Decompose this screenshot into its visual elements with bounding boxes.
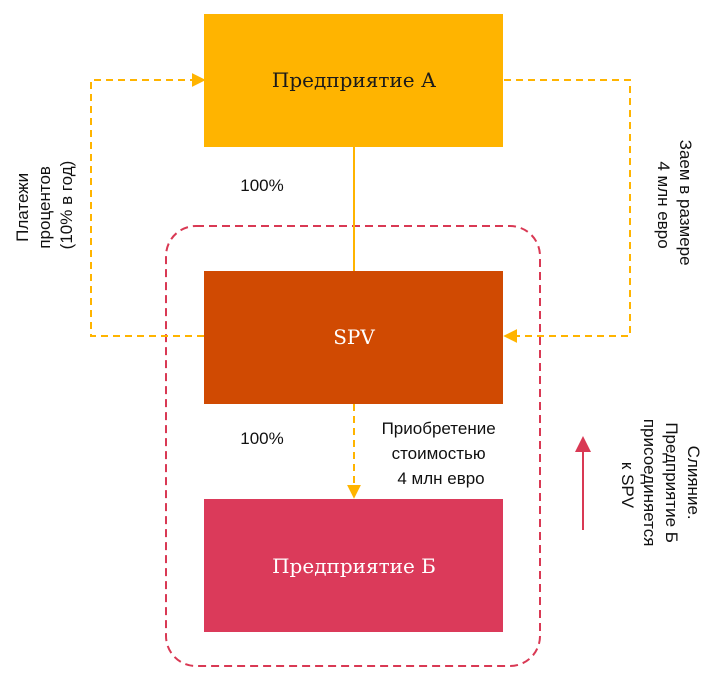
merger-label-line-1: Слияние. <box>684 446 703 520</box>
interest-payments-arrow <box>90 73 206 337</box>
ownership-spv-b-label: 100% <box>240 429 283 448</box>
spv-label: SPV <box>333 325 375 349</box>
interest-payments-label: Платежи процентов (10% в год) <box>13 161 76 250</box>
enterprise-b-label: Предприятие Б <box>272 554 436 578</box>
loan-label-line-1: Заем в размере <box>676 140 695 266</box>
interest-label-line-1: Платежи <box>13 173 32 242</box>
interest-label-line-2: процентов <box>35 166 54 249</box>
interest-label-line-3: (10% в год) <box>57 161 76 250</box>
enterprise-a-label: Предприятие А <box>272 68 436 92</box>
enterprise-b-box <box>204 499 503 632</box>
loan-label: Заем в размере 4 млн евро <box>654 140 695 271</box>
loan-arrow <box>503 79 631 343</box>
merger-arrow-head <box>575 436 591 452</box>
ownership-a-spv-label: 100% <box>240 176 283 195</box>
enterprise-a-box <box>204 14 503 147</box>
merger-label-line-2: Предприятие Б <box>662 422 681 543</box>
merger-label-line-3: присоединяется <box>640 419 659 547</box>
merger-label: Слияние. Предприятие Б присоединяется к … <box>618 419 703 551</box>
acquisition-label-line-1: Приобретение <box>382 419 496 438</box>
loan-label-line-2: 4 млн евро <box>654 161 673 248</box>
svg-text:Платежи процентов: Платежи процентов (10% в год) <box>13 161 76 250</box>
merger-label-line-4: к SPV <box>618 462 637 509</box>
acquisition-label: Приобретение стоимостью 4 млн евро <box>382 419 501 488</box>
acquisition-label-line-3: 4 млн евро <box>397 469 484 488</box>
spv-box <box>204 271 503 404</box>
svg-text:Заем в размере 4 млн евр: Заем в размере 4 млн евро <box>654 140 695 271</box>
svg-text:Слияние. Предприятие Б: Слияние. Предприятие Б присоединяется к … <box>618 419 703 551</box>
acquisition-label-line-2: стоимостью <box>392 444 486 463</box>
